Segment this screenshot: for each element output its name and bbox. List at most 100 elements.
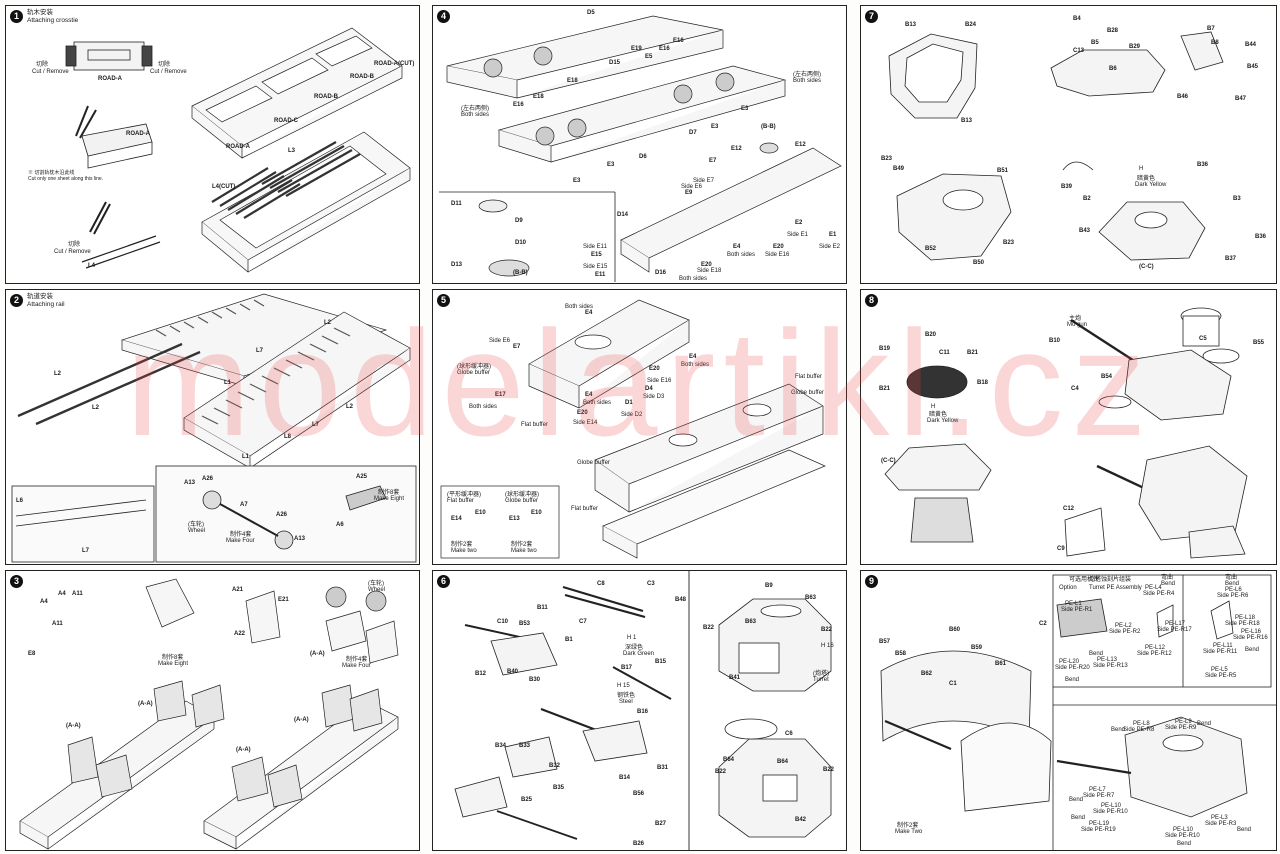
label-b8: B8: [1211, 40, 1219, 46]
label-e7: E7: [709, 158, 717, 164]
paint-code: H 15: [617, 683, 630, 689]
label-side-e16: Side E16: [765, 252, 790, 258]
step-number: 8: [865, 294, 878, 307]
label-l1-2: L1: [242, 454, 250, 460]
label-c5: C5: [1199, 336, 1207, 342]
label-e5: E5: [645, 54, 653, 60]
label-a26-2: A26: [276, 512, 288, 518]
label-side-e11: Side E11: [583, 244, 607, 250]
label-b52: B52: [925, 246, 937, 252]
label-a7: A7: [240, 502, 248, 508]
label-l4: L4: [88, 263, 96, 269]
label-b23-2: B23: [1003, 240, 1015, 246]
label-e10: E10: [475, 510, 486, 516]
label-pe-l13: PE-L13: [1097, 657, 1118, 663]
label-c9: C9: [1057, 546, 1065, 552]
step-8-panel: 8 B19 B20 C11 B21 B18 B21 H: [860, 289, 1277, 565]
label-globe-buffer-box: Globe buffer: [505, 498, 538, 504]
step-number: 5: [437, 294, 450, 307]
label-dark-yellow-cn: 暗黄色: [1137, 176, 1156, 182]
label-globe-buffer-2: Globe buffer: [791, 390, 824, 396]
label-side-e2: Side E2: [819, 244, 841, 250]
label-b22-3: B22: [715, 769, 727, 775]
label-bend-cn-r: 弯曲: [1225, 575, 1238, 581]
label-d1: D1: [625, 400, 633, 406]
step-number: 7: [865, 10, 878, 23]
label-side-pe-r12: Side PE-R12: [1137, 651, 1172, 657]
label-make-two-cn: 制作2套: [897, 823, 919, 829]
step-5-drawing: [440, 299, 826, 559]
label-side-pe-r18: Side PE-R18: [1225, 621, 1260, 627]
step-title: 轨木安装 Attaching crosstie: [27, 9, 78, 25]
label-cut-remove: Cut / Remove: [32, 69, 69, 75]
label-b32: B32: [549, 763, 561, 769]
label-wheel: Wheel: [188, 528, 206, 534]
label-make-two: Make Two: [895, 829, 923, 835]
label-b64-1: B64: [723, 757, 735, 763]
label-a25: A25: [356, 474, 368, 480]
label-side-e15: Side E15: [583, 264, 608, 270]
label-e3-4: E3: [573, 178, 581, 184]
step-title-en: Attaching rail: [27, 301, 65, 308]
label-b50: B50: [973, 260, 985, 266]
label-l2-2: L2: [92, 405, 100, 411]
label-a26-1: A26: [202, 476, 214, 482]
label-make-four-cn: 制作4套: [230, 532, 252, 538]
label-b13-2: B13: [961, 118, 973, 124]
step-number: 6: [437, 575, 450, 588]
paint-h1: H 1: [627, 635, 636, 642]
label-d14: D14: [617, 212, 629, 218]
label-both-sides-4: Both sides: [727, 252, 756, 258]
label-wheel-cn: (车轮): [368, 581, 384, 587]
label-b55: B55: [1253, 340, 1265, 346]
label-b30: B30: [529, 677, 541, 683]
label-b36-2: B36: [1255, 234, 1267, 240]
label-side-e1: Side E1: [787, 232, 809, 238]
label-side-pe-r6: Side PE-R6: [1217, 593, 1249, 599]
step-4-drawing: [439, 15, 842, 282]
label-e13: E13: [509, 516, 520, 522]
label-pe-l5: PE-L5: [1211, 667, 1228, 673]
label-b62: B62: [921, 671, 933, 677]
step-3-panel: 3: [5, 570, 420, 851]
label-b23-1: B23: [881, 156, 893, 162]
label-both-sides-2: Both sides: [793, 78, 822, 84]
label-a13-1: A13: [184, 480, 196, 486]
label-dark-green-cn: 深绿色: [625, 645, 644, 651]
label-b42: B42: [795, 817, 807, 823]
step-title-cn: 轨木安装: [27, 9, 53, 16]
paint-code: H 1: [627, 635, 637, 641]
label-b43: B43: [1079, 228, 1091, 234]
label-e4: E4: [733, 244, 741, 250]
label-c11: C11: [939, 350, 950, 356]
label-a4: A4: [40, 599, 48, 605]
label-c13: C13: [1073, 48, 1085, 54]
label-b21-2: B21: [879, 386, 891, 392]
label-bend-6: Bend: [1069, 797, 1084, 803]
paint-code: H 16: [821, 643, 834, 649]
label-b21-1: B21: [967, 350, 979, 356]
label-side-e18: Side E18: [697, 268, 722, 274]
label-l1-1: L1: [224, 380, 232, 386]
label-d15: D15: [609, 60, 621, 66]
label-b1: B1: [565, 637, 573, 643]
label-b56: B56: [633, 791, 645, 797]
label-c6: C6: [785, 731, 793, 737]
label-dark-yellow-cn: 暗黄色: [929, 412, 948, 418]
label-pe-l20: PE-L20: [1059, 659, 1080, 665]
label-flat-buffer-box: Flat buffer: [447, 498, 474, 504]
label-e14: E14: [451, 516, 462, 522]
label-b63-2: B63: [745, 619, 757, 625]
label-b5: B5: [1091, 40, 1099, 46]
label-make-eight-cn: 制作8套: [378, 490, 400, 496]
label-e10-2: E10: [531, 510, 542, 516]
label-bend-4: Bend: [1111, 727, 1126, 733]
label-e20-2: E20: [577, 410, 588, 416]
label-bend-3: Bend: [1245, 647, 1260, 653]
label-side-pe-r19: Side PE-R19: [1081, 827, 1116, 833]
label-make-two-1: Make two: [451, 548, 477, 554]
label-b61: B61: [995, 661, 1007, 667]
label-bend-top: Bend: [1161, 581, 1176, 587]
label-b36-1: B36: [1197, 162, 1209, 168]
